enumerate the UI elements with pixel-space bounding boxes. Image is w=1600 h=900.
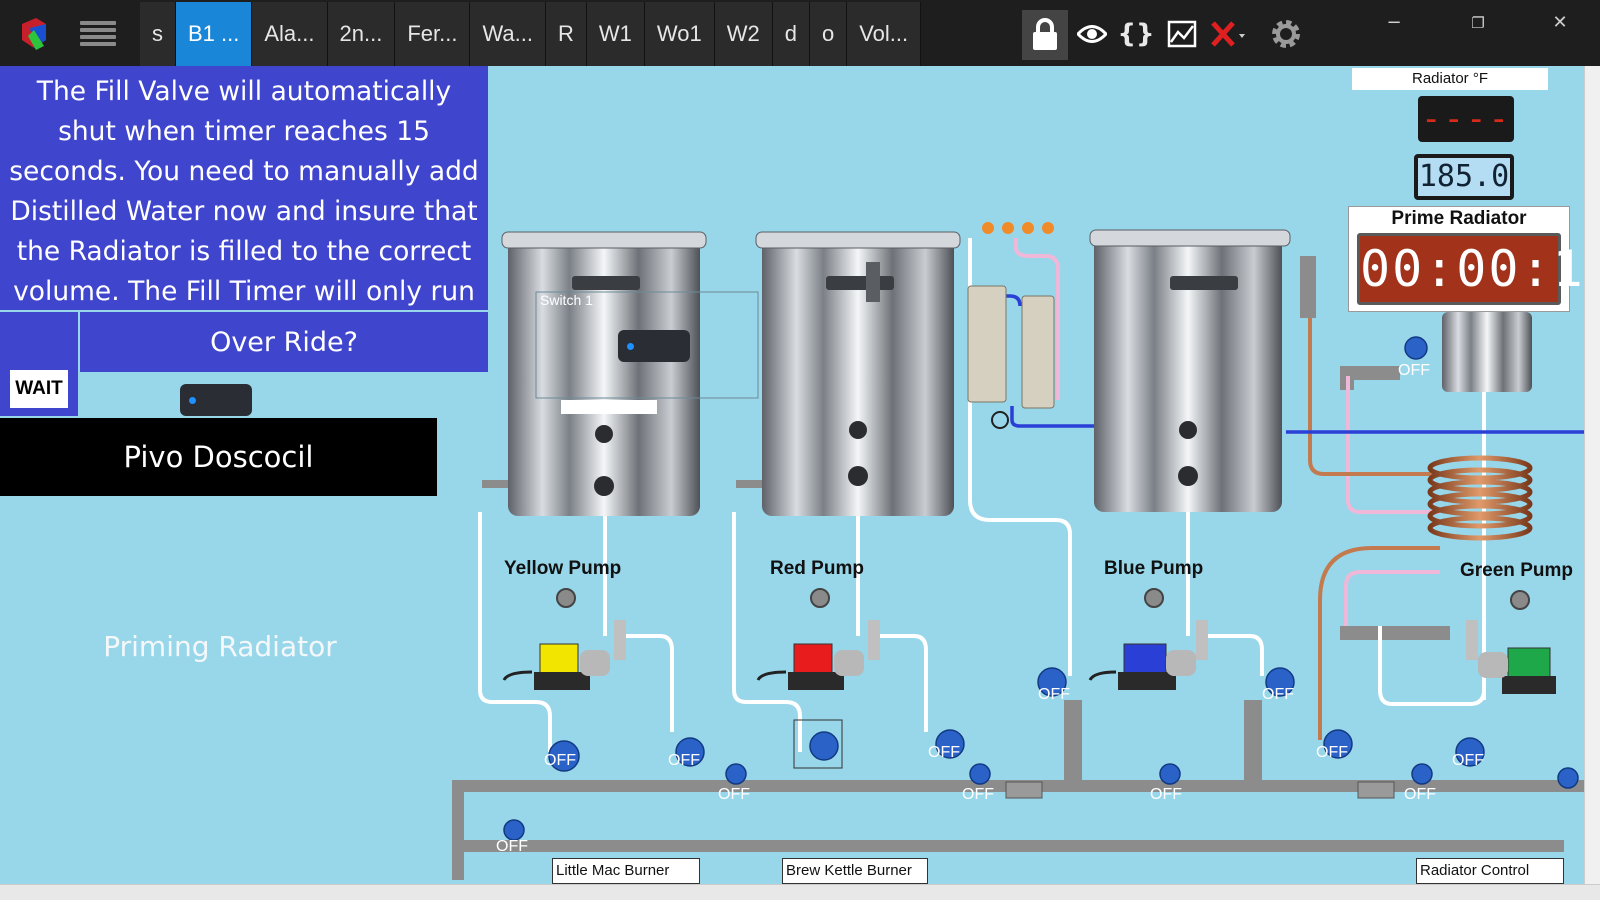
tab-11[interactable]: o	[809, 2, 848, 66]
radiator-setpoint-display[interactable]: 185.0	[1414, 154, 1514, 200]
red-pump-label: Red Pump	[770, 558, 864, 579]
valve-off-label[interactable]: OFF	[544, 752, 576, 769]
valve-off-label[interactable]: OFF	[718, 786, 750, 803]
chart-icon[interactable]	[1162, 14, 1202, 54]
lock-icon[interactable]	[1022, 10, 1068, 60]
valve-off-label[interactable]: OFF	[1316, 744, 1348, 761]
valve-off-label[interactable]: OFF	[1262, 686, 1294, 703]
pivo-doscocil-banner: Pivo Doscocil	[0, 418, 437, 496]
maximize-button[interactable]: ❐	[1471, 14, 1485, 32]
blue-pump-label: Blue Pump	[1104, 558, 1204, 579]
hamburger-menu-icon[interactable]	[80, 18, 116, 48]
eye-icon[interactable]	[1072, 14, 1112, 54]
valve-off-label[interactable]: OFF	[1150, 786, 1182, 803]
tab-10[interactable]: d	[772, 2, 810, 66]
brew-kettle-burner-control[interactable]: Brew Kettle Burner	[782, 858, 928, 884]
setpoint-value: 185.0	[1418, 158, 1510, 196]
valve-off-label[interactable]: OFF	[1404, 786, 1436, 803]
radiator-led-display: ----	[1418, 96, 1514, 142]
override-button[interactable]: Over Ride?	[80, 312, 488, 372]
braces-icon[interactable]: {}	[1117, 19, 1155, 49]
blue-pump-indicator[interactable]	[1144, 588, 1164, 608]
yellow-pump-label: Yellow Pump	[504, 558, 622, 579]
radiator-temp-label: Radiator °F	[1352, 68, 1548, 90]
tab-5[interactable]: Wa...	[470, 2, 546, 66]
horizontal-scrollbar[interactable]	[0, 884, 1600, 900]
valve-off-label[interactable]: OFF	[1452, 752, 1484, 769]
prime-radiator-timer-panel: Prime Radiator 00:00:13	[1348, 206, 1600, 312]
minimize-button[interactable]: −	[1386, 12, 1402, 33]
wait-button[interactable]: WAIT	[10, 370, 68, 408]
yellow-pump-indicator[interactable]	[556, 588, 576, 608]
green-pump-label: Green Pump	[1460, 560, 1573, 581]
valve-off-label[interactable]: OFF	[668, 752, 700, 769]
vertical-scrollbar[interactable]	[1584, 66, 1600, 884]
switch-1-toggle[interactable]	[618, 330, 690, 362]
close-button[interactable]: ✕	[1552, 12, 1568, 33]
gear-icon[interactable]	[1266, 14, 1306, 54]
tab-8[interactable]: Wo1	[644, 2, 715, 66]
override-toggle[interactable]	[180, 384, 252, 416]
green-pump-indicator[interactable]	[1510, 590, 1530, 610]
tab-4[interactable]: Fer...	[395, 2, 471, 66]
red-x-icon[interactable]	[1208, 14, 1248, 54]
little-mac-burner-control[interactable]: Little Mac Burner	[552, 858, 700, 884]
tab-1[interactable]: B1 ...	[176, 2, 253, 66]
app-logo-icon	[16, 16, 52, 52]
valve-off-label[interactable]: OFF	[928, 744, 960, 761]
tab-9[interactable]: W2	[714, 2, 773, 66]
brewery-process-diagram	[452, 222, 1584, 880]
tab-3[interactable]: 2n...	[327, 2, 396, 66]
valve-off-label[interactable]: OFF	[496, 838, 528, 855]
tab-7[interactable]: W1	[586, 2, 645, 66]
radiator-control[interactable]: Radiator Control	[1416, 858, 1564, 884]
priming-radiator-status: Priming Radiator	[103, 630, 337, 663]
valve-off-label[interactable]: OFF	[962, 786, 994, 803]
tab-0[interactable]: s	[140, 2, 176, 66]
switch-label: Switch 1	[540, 292, 593, 308]
fill-instructions-message: The Fill Valve will automatically shut w…	[0, 66, 488, 347]
valve-off-label[interactable]: OFF	[1038, 686, 1070, 703]
prime-radiator-title: Prime Radiator	[1391, 208, 1527, 229]
tab-6[interactable]: R	[545, 2, 587, 66]
prime-radiator-timer: 00:00:13	[1357, 233, 1600, 305]
tab-12[interactable]: Vol...	[847, 2, 922, 66]
tab-2[interactable]: Ala...	[252, 2, 328, 66]
valve-off-label[interactable]: OFF	[1398, 362, 1430, 379]
red-pump-indicator[interactable]	[810, 588, 830, 608]
